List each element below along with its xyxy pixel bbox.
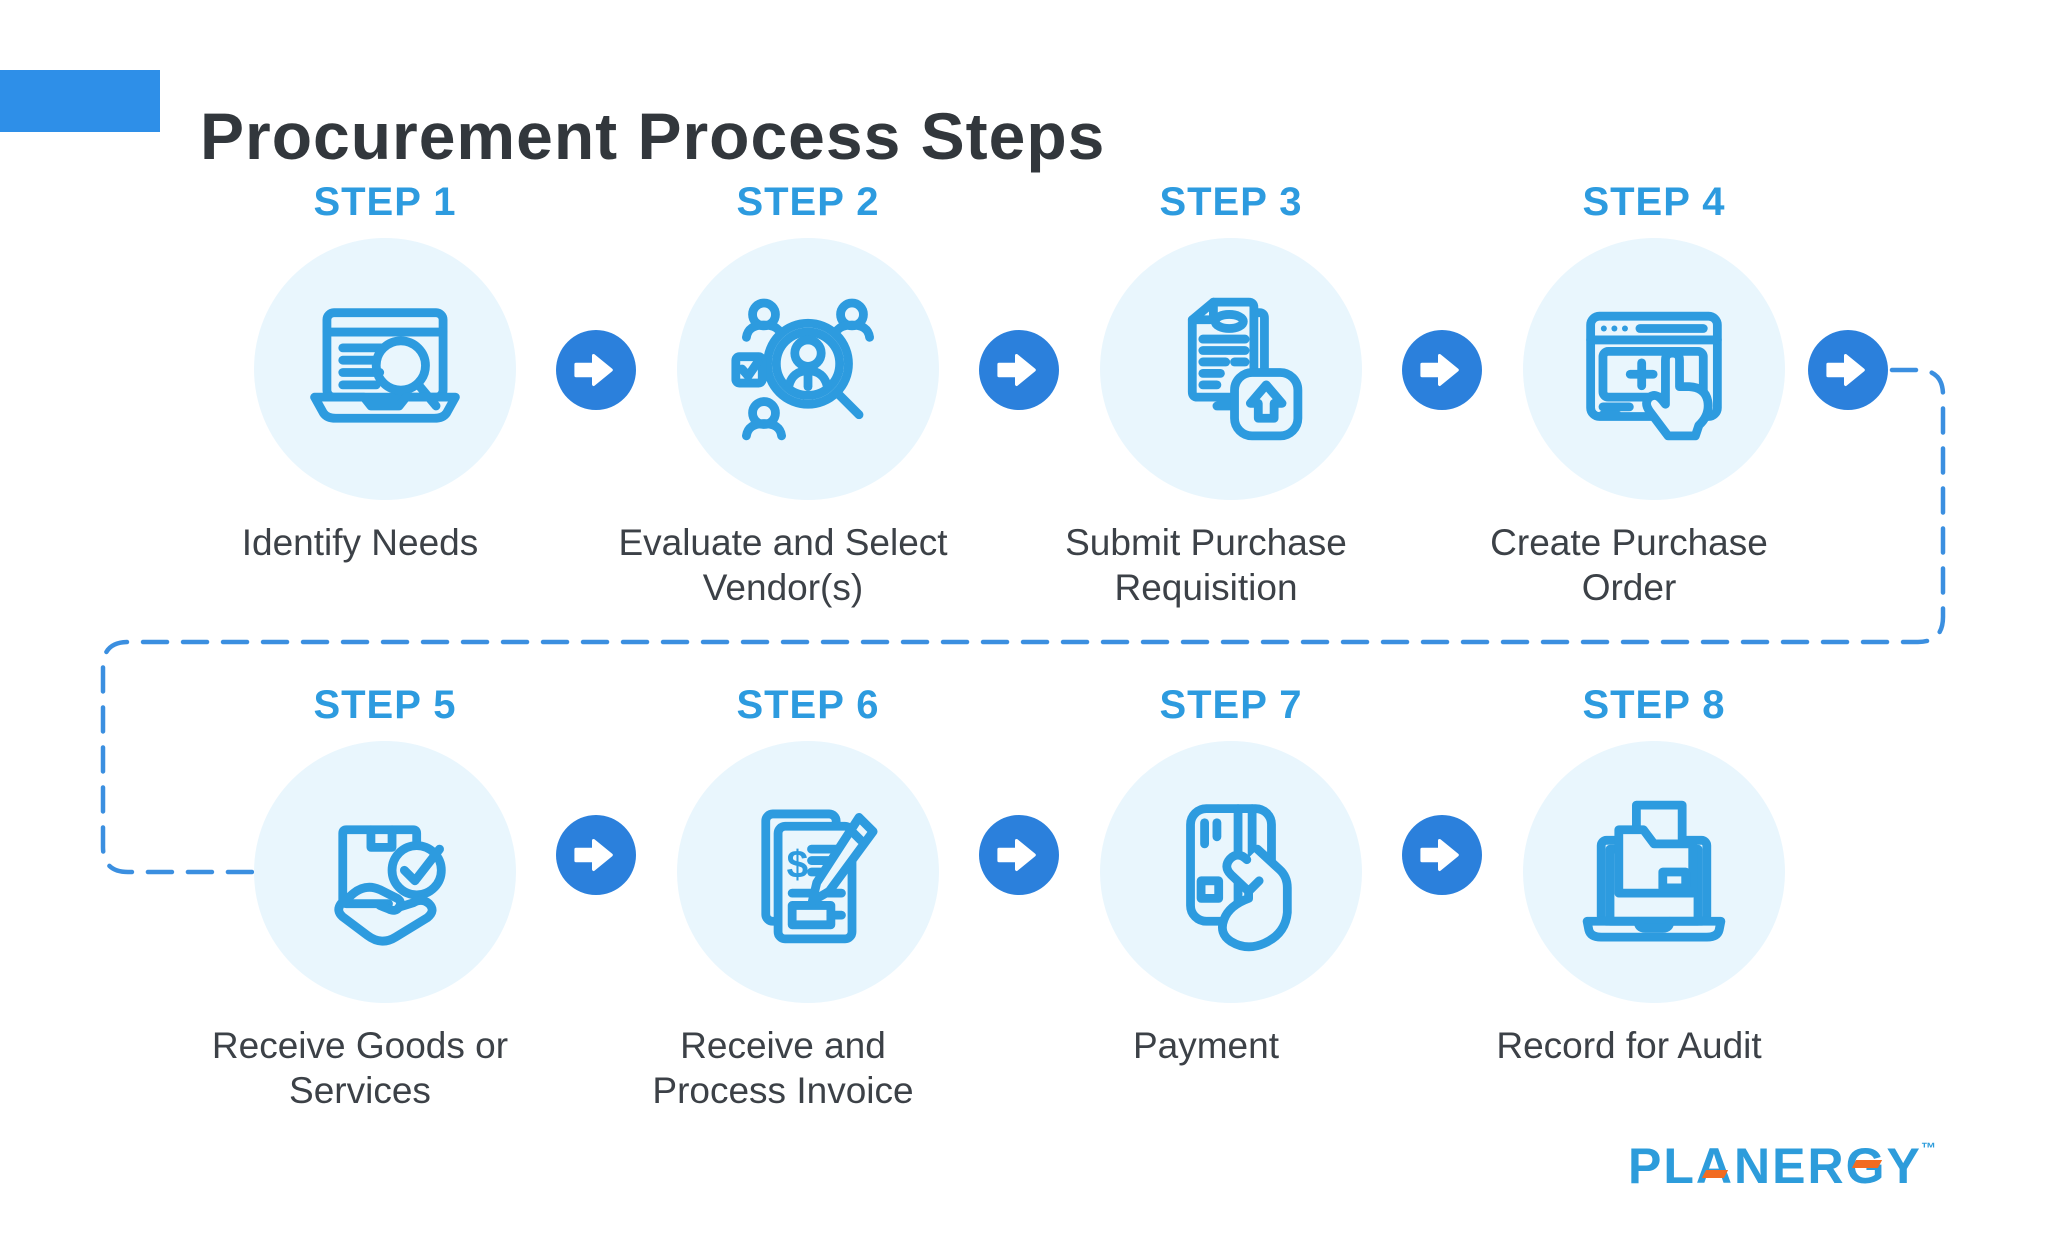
step-5-caption: Receive Goods or Services <box>211 1025 509 1111</box>
svg-text:$: $ <box>787 843 809 886</box>
step-3-caption: Submit Purchase Requisition <box>1065 522 1347 608</box>
payment-icon <box>1186 804 1292 952</box>
submit-requisition-icon <box>1187 297 1303 441</box>
step-4-caption: Create Purchase Order <box>1490 522 1768 608</box>
logo-trademark: ™ <box>1921 1140 1936 1157</box>
record-audit-icon <box>1582 800 1726 942</box>
step-5-label: STEP 5 <box>313 683 457 727</box>
step-1-label: STEP 1 <box>313 180 457 224</box>
arrow-right-icon <box>979 330 1059 410</box>
step-1-circle <box>254 238 516 500</box>
arrow-right-icon <box>1808 330 1888 410</box>
step-4: STEP 4 Create Purchase Order <box>1484 182 1824 610</box>
logo-orange-accent-g <box>1851 1160 1883 1168</box>
step-6: STEP 6 $ Receive and Process Invoice <box>638 685 978 1113</box>
laptop-search-icon <box>310 308 460 423</box>
arrow-right-icon <box>979 815 1059 895</box>
step-8-caption: Record for Audit <box>1496 1025 1762 1066</box>
step-7-caption: Payment <box>1132 1025 1279 1066</box>
step-8-label: STEP 8 <box>1582 683 1726 727</box>
step-7-label: STEP 7 <box>1159 683 1303 727</box>
step-2-caption: Evaluate and Select Vendor(s) <box>618 522 948 608</box>
step-6-circle: $ <box>677 741 939 1003</box>
arrow-right-icon <box>1402 330 1482 410</box>
step-4-label: STEP 4 <box>1582 180 1726 224</box>
planergy-logo: PLANERGY ™ <box>1628 1138 1948 1202</box>
step-6-label: STEP 6 <box>736 683 880 727</box>
step-1-caption: Identify Needs <box>241 522 479 563</box>
step-6-caption: Receive and Process Invoice <box>652 1025 914 1111</box>
title-accent-bar <box>0 70 160 132</box>
vendor-select-icon <box>731 298 874 441</box>
step-8-circle <box>1523 741 1785 1003</box>
step-2: STEP 2 Evaluate and Select Vendor(s) <box>618 180 978 610</box>
step-8: STEP 8 Record for Audit <box>1484 685 1824 1068</box>
step-5-circle <box>254 741 516 1003</box>
process-invoice-icon: $ <box>761 809 878 944</box>
arrow-right-icon <box>1402 815 1482 895</box>
arrow-right-icon <box>556 330 636 410</box>
step-3-circle <box>1100 238 1362 500</box>
arrow-right-icon <box>556 815 636 895</box>
step-1: STEP 1 Identify Needs <box>215 182 555 565</box>
step-3: STEP 3 Submit Purchase Requisition <box>1061 182 1401 610</box>
receive-goods-icon <box>334 825 446 946</box>
step-5: STEP 5 Receive Goods or Services <box>212 683 555 1113</box>
step-7: STEP 7 Payment <box>1061 685 1401 1068</box>
page-title: Procurement Process Steps <box>200 99 1106 174</box>
step-4-circle <box>1523 238 1785 500</box>
step-2-label: STEP 2 <box>736 180 880 224</box>
step-3-label: STEP 3 <box>1159 180 1303 224</box>
step-2-circle <box>677 238 939 500</box>
logo-orange-accent-a <box>1701 1170 1729 1178</box>
step-7-circle <box>1100 741 1362 1003</box>
create-purchase-order-icon <box>1586 311 1722 441</box>
